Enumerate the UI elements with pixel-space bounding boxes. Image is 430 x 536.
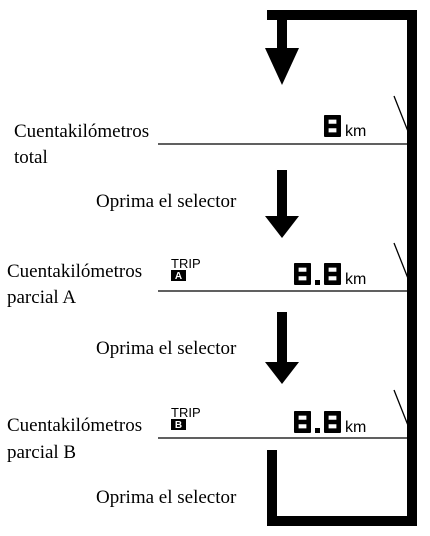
trip-badge-letter: A — [175, 271, 182, 282]
unit-label: km — [345, 271, 366, 288]
digit-segment — [294, 419, 311, 425]
arrow-stem — [277, 312, 287, 362]
digit-segment — [324, 419, 341, 425]
display-label-line2: parcial A — [7, 287, 76, 308]
odometer-reading — [294, 263, 341, 285]
decimal-point — [315, 280, 320, 285]
down-arrow-icon — [265, 48, 299, 85]
display-label-line2: parcial B — [7, 442, 76, 463]
display-label-line1: Cuentakilómetros — [7, 261, 142, 282]
display-label-line1: Cuentakilómetros — [7, 415, 142, 436]
seven-segment-digit — [324, 115, 341, 137]
action-label: Oprima el selector — [96, 487, 237, 508]
display-trip-a: Cuentakilómetros parcial A TRIP A km — [7, 242, 414, 308]
display-slant-edge — [393, 95, 414, 145]
display-label-line2: total — [14, 147, 48, 168]
action-step-2: Oprima el selector — [96, 312, 299, 384]
down-arrow-icon — [265, 362, 299, 384]
display-slant-edge — [393, 242, 414, 292]
display-trip-b: Cuentakilómetros parcial B TRIP B km — [7, 389, 414, 463]
display-label-line1: Cuentakilómetros — [14, 121, 149, 142]
odometer-reading — [324, 115, 341, 137]
digit-segment — [294, 271, 311, 277]
seven-segment-digit — [324, 263, 341, 285]
digit-segment — [324, 271, 341, 277]
loop-right-bar — [407, 10, 417, 526]
loop-top-bar — [267, 10, 417, 20]
action-step-1: Oprima el selector — [96, 170, 299, 238]
action-label: Oprima el selector — [96, 191, 237, 212]
trip-indicator-label: TRIP — [171, 256, 201, 271]
down-arrow-icon — [265, 216, 299, 238]
odometer-reading — [294, 411, 341, 433]
seven-segment-digit — [294, 411, 311, 433]
display-total-odometer: Cuentakilómetros total km — [14, 95, 414, 168]
return-loop — [265, 10, 417, 526]
seven-segment-digit — [324, 411, 341, 433]
unit-label: km — [345, 419, 366, 436]
trip-indicator-label: TRIP — [171, 405, 201, 420]
arrow-stem — [277, 170, 287, 216]
display-slant-edge — [393, 389, 414, 439]
seven-segment-digit — [294, 263, 311, 285]
trip-badge: B — [171, 419, 186, 431]
unit-label: km — [345, 123, 366, 140]
trip-badge-letter: B — [175, 420, 182, 431]
loop-down-stem — [277, 20, 287, 48]
digit-segment — [324, 123, 341, 129]
action-label: Oprima el selector — [96, 338, 237, 359]
loop-bottom-bar — [267, 516, 417, 526]
action-step-3: Oprima el selector — [96, 487, 237, 508]
trip-badge: A — [171, 270, 186, 282]
decimal-point — [315, 428, 320, 433]
trip-badge-box — [171, 270, 186, 281]
loop-left-bar — [267, 450, 277, 526]
trip-badge-box — [171, 419, 186, 430]
